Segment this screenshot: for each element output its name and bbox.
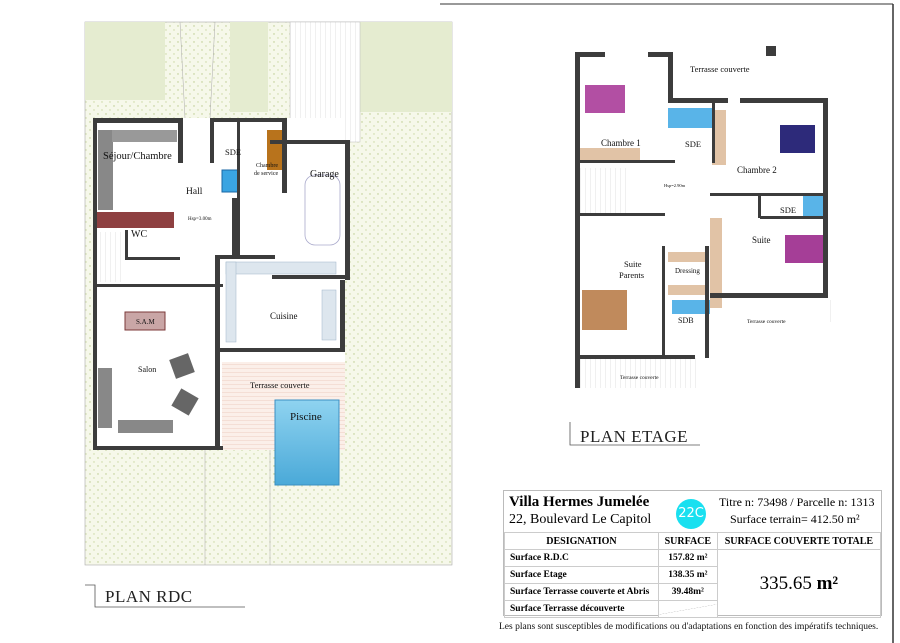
- room-label-salon: Salon: [138, 365, 156, 374]
- kitchen-counter: [225, 261, 337, 275]
- walls: [93, 118, 350, 450]
- lot-badge: 22C: [676, 499, 706, 529]
- row-label: Surface R.D.C: [504, 549, 659, 567]
- disclaimer: Les plans sont susceptibles de modificat…: [499, 622, 879, 632]
- sofa: [118, 420, 173, 433]
- closet: [710, 218, 722, 308]
- hedge: [230, 22, 268, 112]
- row-value: 39.48m²: [657, 583, 718, 601]
- total-value: 335.65: [759, 572, 812, 594]
- sofa: [112, 130, 177, 142]
- table-row: Surface Terrasse découverte: [504, 600, 881, 618]
- room-label-sde1: SDE: [685, 139, 701, 149]
- shower: [803, 193, 825, 218]
- room-label-piscine: Piscine: [290, 411, 322, 423]
- header-surface: SURFACE: [657, 532, 718, 550]
- total-surface: 335.65 m²: [716, 549, 882, 618]
- stairs: [97, 232, 125, 282]
- title-block: Villa Hermes Jumelée 22, Boulevard Le Ca…: [503, 490, 882, 618]
- room-label-sejour: Séjour/Chambre: [103, 151, 172, 162]
- room-label-garage: Garage: [310, 169, 339, 180]
- room-label-cuisine: Cuisine: [270, 311, 298, 321]
- hedge: [85, 22, 165, 100]
- room-label-terrasse-top: Terrasse couverte: [690, 64, 750, 74]
- armchair: [169, 353, 195, 379]
- room-label-wc: WC: [131, 229, 147, 240]
- dining-table: [124, 311, 166, 331]
- table-row: Surface R.D.C 157.82 m² 335.65 m²: [504, 549, 882, 618]
- terrace-bottom: [578, 358, 696, 388]
- plan-etage-title-frame: [569, 422, 700, 446]
- row-value: 138.35 m²: [657, 566, 718, 584]
- walls: [575, 46, 828, 388]
- closet: [712, 110, 726, 165]
- sofa: [98, 368, 112, 428]
- bathtub: [672, 300, 710, 314]
- hedge: [360, 22, 452, 112]
- height-label: Hsp=2.90m: [664, 183, 686, 188]
- room-label-dressing: Dressing: [675, 267, 700, 275]
- bed: [780, 125, 815, 153]
- plan-rdc-title: PLAN RDC: [105, 587, 193, 606]
- stairs: [580, 168, 628, 213]
- row-value: 157.82 m²: [657, 549, 718, 567]
- closet: [668, 252, 708, 262]
- row-label: Surface Terrasse couverte et Abris: [504, 583, 659, 601]
- shower: [668, 108, 713, 128]
- room-label-terrasse-bottom: Terrasse couverte: [620, 375, 659, 381]
- row-label: Surface Etage: [504, 566, 659, 584]
- armchair: [171, 388, 199, 416]
- room-label-terrasse: Terrasse couverte: [250, 380, 310, 390]
- surface-table: DESIGNATION SURFACE SURFACE COUVERTE TOT…: [504, 532, 882, 618]
- plan-etage-title: PLAN ETAGE: [580, 427, 688, 446]
- room-label-chambre2: Chambre 2: [737, 165, 777, 175]
- total-unit: m²: [816, 572, 839, 594]
- height-label: Hsp=3.00m: [188, 217, 212, 222]
- plan-rdc-title-frame: [85, 584, 245, 608]
- kitchen-counter: [321, 289, 337, 341]
- room-label-suite-parents: Suite: [624, 259, 642, 269]
- bed: [585, 85, 625, 113]
- plan-rdc: Séjour/Chambre Hall Hsp=3.00m SDE Chambr…: [84, 21, 453, 608]
- sofa: [98, 130, 113, 210]
- surface-terrain: Surface terrain= 412.50 m²: [730, 512, 860, 526]
- kitchen-counter: [225, 261, 237, 343]
- room-label-hall: Hall: [186, 187, 203, 197]
- room-label-sam: S.A.M: [136, 318, 155, 326]
- sejour-floor-strip: [97, 212, 174, 228]
- row-label: Surface Terrasse découverte: [504, 600, 659, 618]
- room-label-terrasse-right: Terrasse couverte: [747, 319, 786, 325]
- room-label-suite-parents-2: Parents: [619, 270, 644, 280]
- row-value: [657, 600, 718, 618]
- room-label-chambre1: Chambre 1: [601, 138, 641, 148]
- header-designation: DESIGNATION: [504, 532, 659, 550]
- car: [304, 174, 341, 246]
- room-label-chambre-service-2: de service: [254, 171, 278, 177]
- room-label-sde2: SDE: [780, 205, 796, 215]
- project-name: Villa Hermes Jumelée: [509, 494, 650, 510]
- header-total: SURFACE COUVERTE TOTALE: [716, 532, 882, 550]
- bed: [785, 235, 823, 263]
- titre-parcelle: Titre n: 73498 / Parcelle n: 1313: [719, 495, 875, 509]
- closet: [580, 148, 640, 160]
- bed: [582, 290, 627, 330]
- shower: [221, 169, 239, 193]
- closet: [668, 285, 708, 295]
- project-address: 22, Boulevard Le Capitol: [509, 512, 652, 527]
- pool: [274, 399, 340, 486]
- table-row: Surface Terrasse couverte et Abris 39.48…: [504, 583, 881, 601]
- room-label-chambre-service: Chambre: [256, 163, 278, 169]
- room-label-suite: Suite: [752, 235, 771, 245]
- room-label-sdb: SDB: [678, 316, 694, 325]
- sheet-frame: [440, 3, 894, 643]
- room-label-sde: SDE: [225, 147, 241, 157]
- plan-etage: Terrasse couverte Chambre 1 SDE Chambre …: [569, 46, 835, 446]
